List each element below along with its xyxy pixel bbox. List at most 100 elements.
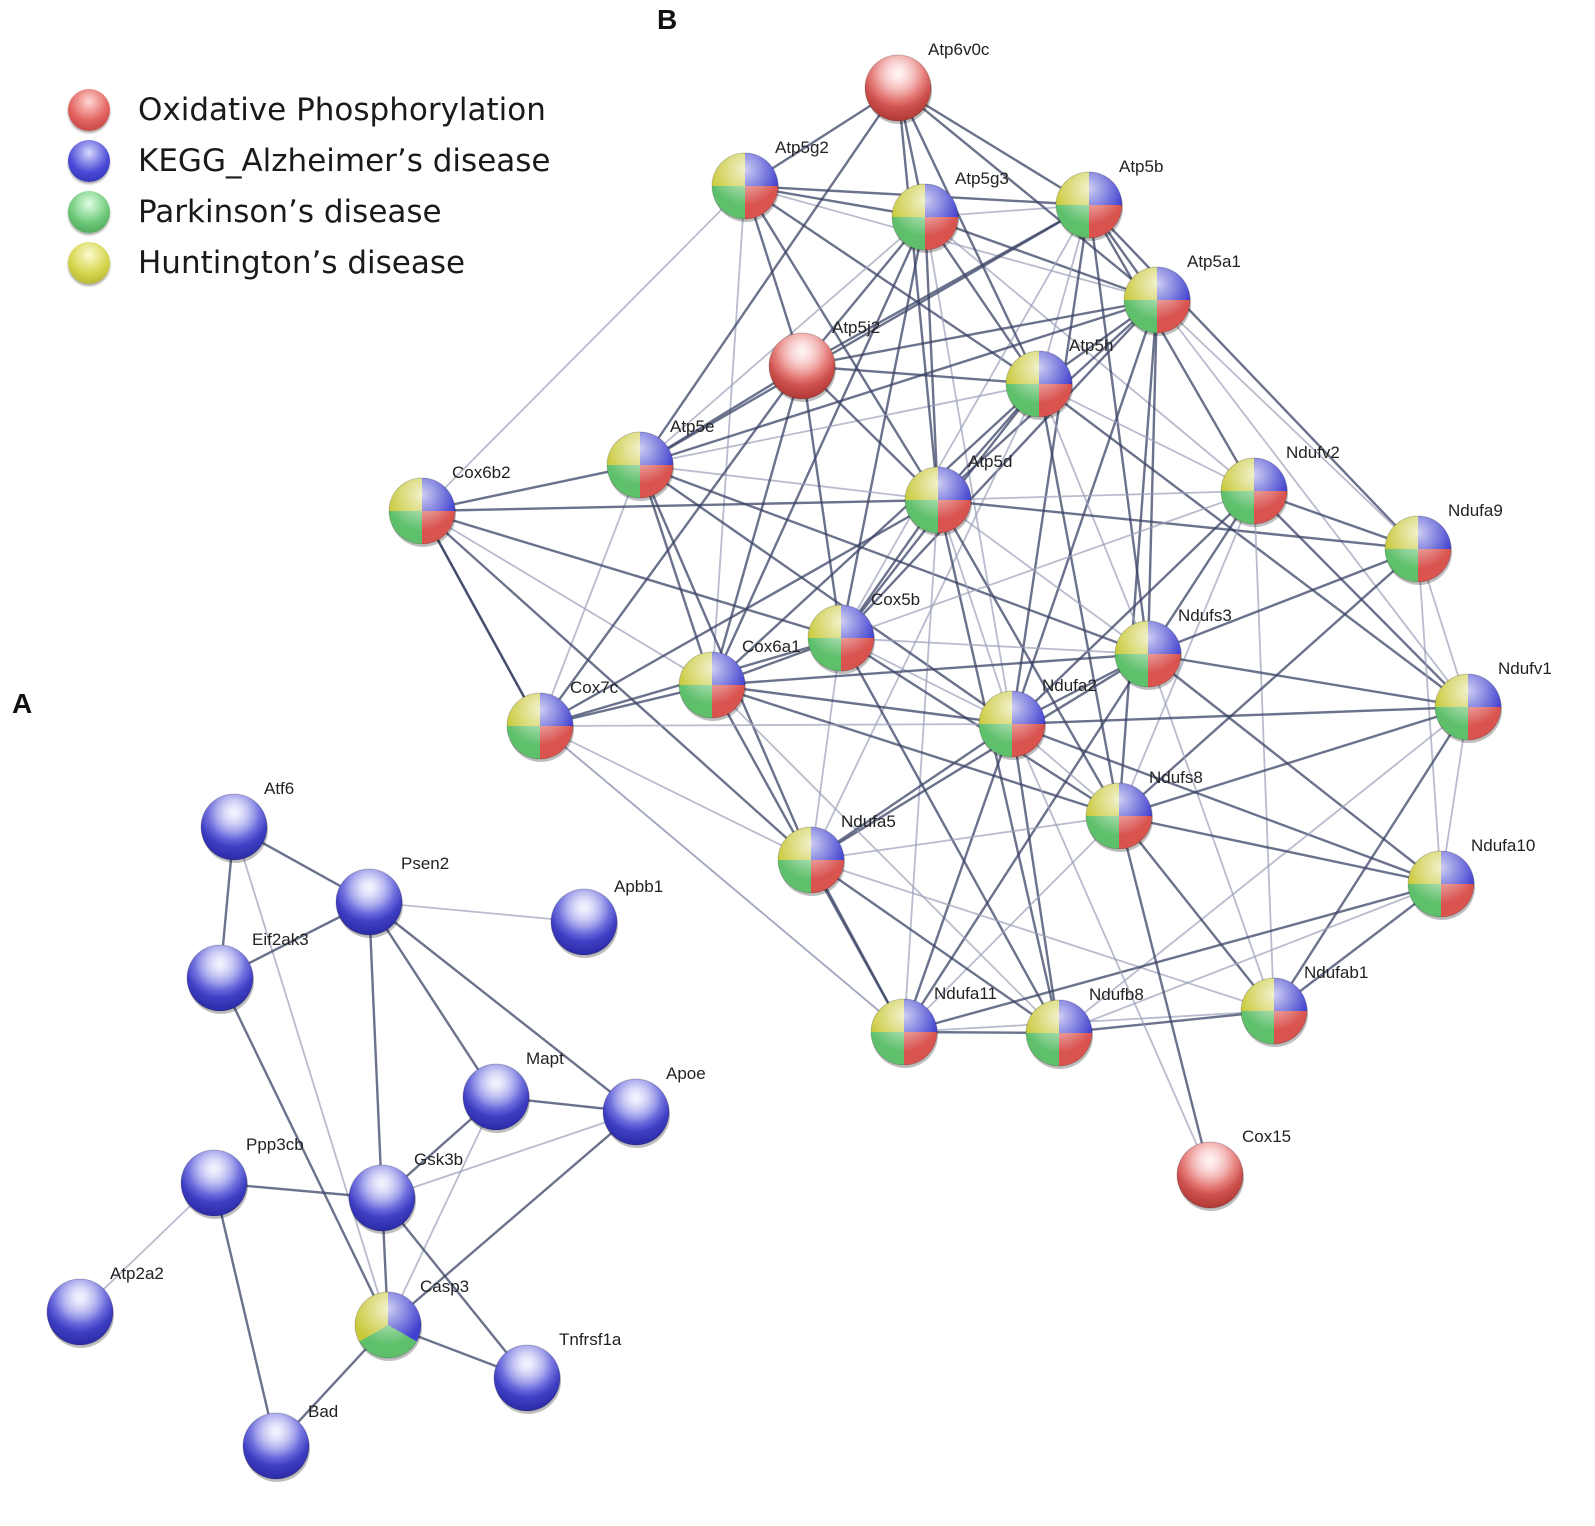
legend-item-oxidative: Oxidative Phosphorylation xyxy=(68,84,551,135)
node-casp3[interactable]: Casp3 xyxy=(354,1277,469,1361)
node-ndufab1[interactable]: Ndufab1 xyxy=(1240,963,1368,1047)
edge-b-ndufa2-ndufa10 xyxy=(1011,722,1442,886)
node-label-atp2a2: Atp2a2 xyxy=(110,1264,164,1283)
node-atp5h[interactable]: Atp5h xyxy=(1005,336,1113,420)
edge-b-ndufs3-ndufv1 xyxy=(1147,652,1469,709)
node-ndufa2[interactable]: Ndufa2 xyxy=(978,676,1097,760)
node-ndufv1[interactable]: Ndufv1 xyxy=(1434,659,1552,743)
node-cox7c[interactable]: Cox7c xyxy=(506,678,619,762)
edge-b-atp5e-cox7c xyxy=(539,464,641,727)
node-label-psen2: Psen2 xyxy=(401,854,449,873)
edge-a-psen2-mapt xyxy=(367,901,498,1098)
node-cox6b2[interactable]: Cox6b2 xyxy=(388,463,511,547)
node-psen2[interactable]: Psen2 xyxy=(335,854,449,938)
edge-b-cox5b-ndufb8 xyxy=(839,637,1061,1034)
node-label-ndufa2: Ndufa2 xyxy=(1042,676,1097,695)
node-atp5e[interactable]: Atp5e xyxy=(606,417,714,501)
edge-b-ndufv1-ndufb8 xyxy=(1058,706,1469,1034)
edge-b-ndufa5-ndufb8 xyxy=(810,859,1060,1034)
node-atp2a2[interactable]: Atp2a2 xyxy=(46,1264,164,1348)
node-atp5g3[interactable]: Atp5g3 xyxy=(891,169,1009,253)
node-ndufa9[interactable]: Ndufa9 xyxy=(1384,501,1503,585)
edge-b-atp5a1-ndufa2 xyxy=(1010,299,1159,725)
edge-b-ndufs3-cox6a1 xyxy=(711,652,1149,687)
edge-b-atp5d-ndufa11 xyxy=(903,499,939,1033)
node-mapt[interactable]: Mapt xyxy=(462,1049,564,1133)
edge-b-atp5g2-atp5a1 xyxy=(744,185,1158,301)
node-ppp3cb[interactable]: Ppp3cb xyxy=(180,1135,304,1219)
edge-b-atp5h-ndufs8 xyxy=(1037,383,1121,817)
edge-b-atp5d-ndufa9 xyxy=(937,498,1419,551)
legend: Oxidative Phosphorylation KEGG_Alzheimer… xyxy=(68,84,551,288)
huntington-dot-icon xyxy=(68,241,110,284)
edge-b-ndufv2-cox5b xyxy=(840,490,1255,639)
node-label-cox6b2: Cox6b2 xyxy=(452,463,511,482)
alzheimer-dot-icon xyxy=(68,139,110,182)
edge-b-atp6v0c-atp5e xyxy=(639,87,899,466)
node-ndufs3[interactable]: Ndufs3 xyxy=(1114,606,1232,690)
edge-b-atp5g2-cox6b2 xyxy=(421,185,746,512)
edge-b-atp5a1-atp5e xyxy=(639,298,1158,467)
edge-a-apoe-casp3 xyxy=(387,1111,637,1326)
edge-b-atp5b-ndufv2 xyxy=(1087,204,1256,492)
node-eif2ak3[interactable]: Eif2ak3 xyxy=(186,930,309,1014)
node-atp6v0c[interactable]: Atp6v0c xyxy=(864,40,990,124)
edge-b-atp5a1-ndufs8 xyxy=(1117,299,1159,817)
edge-b-atp5g3-atp5a1 xyxy=(924,215,1158,302)
node-cox6a1[interactable]: Cox6a1 xyxy=(678,637,801,721)
node-cox5b[interactable]: Cox5b xyxy=(807,590,920,674)
node-tnfrsf1a[interactable]: Tnfrsf1a xyxy=(493,1330,622,1414)
edge-b-atp5j2-atp5a1 xyxy=(801,298,1158,368)
edge-b-ndufs8-ndufab1 xyxy=(1118,815,1275,1012)
edge-b-atp5h-ndufv2 xyxy=(1038,383,1255,492)
node-gsk3b[interactable]: Gsk3b xyxy=(348,1150,463,1234)
node-ndufa10[interactable]: Ndufa10 xyxy=(1407,836,1535,920)
node-atp5d[interactable]: Atp5d xyxy=(904,452,1012,536)
edge-b-cox7c-ndufa2 xyxy=(539,723,1013,727)
node-atp5g2[interactable]: Atp5g2 xyxy=(711,138,829,222)
edge-b-atp5h-ndufv1 xyxy=(1038,383,1469,708)
node-ndufa11[interactable]: Ndufa11 xyxy=(870,984,997,1068)
node-atp5j2[interactable]: Atp5j2 xyxy=(768,318,880,402)
node-cox15[interactable]: Cox15 xyxy=(1176,1127,1291,1211)
edge-b-atp5h-ndufa5 xyxy=(810,383,1040,861)
node-atp5a1[interactable]: Atp5a1 xyxy=(1123,252,1241,336)
legend-item-huntington: Huntington’s disease xyxy=(68,237,551,288)
edge-b-atp5j2-atp5h xyxy=(801,364,1040,386)
edge-b-atp5g3-ndufv2 xyxy=(924,216,1255,492)
panel-label-b: B xyxy=(657,4,678,35)
edge-b-atp5j2-cox5b xyxy=(800,365,843,639)
edge-b-cox15-ndufs8 xyxy=(1117,815,1212,1176)
edge-b-atp5j2-cox6a1 xyxy=(710,365,804,686)
node-ndufa5[interactable]: Ndufa5 xyxy=(777,812,896,896)
node-ndufv2[interactable]: Ndufv2 xyxy=(1220,443,1340,527)
edge-a-psen2-apbb1 xyxy=(368,901,585,923)
node-label-eif2ak3: Eif2ak3 xyxy=(252,930,309,949)
node-ndufs8[interactable]: Ndufs8 xyxy=(1085,768,1203,852)
edge-b-atp5j2-atp5b xyxy=(801,203,1090,368)
edge-b-ndufv2-ndufab1 xyxy=(1253,490,1275,1012)
node-ndufb8[interactable]: Ndufb8 xyxy=(1025,985,1144,1069)
edge-b-ndufs3-ndufa10 xyxy=(1147,653,1442,885)
edge-b-ndufab1-ndufb8 xyxy=(1058,1009,1275,1035)
edge-a-psen2-apoe xyxy=(368,901,637,1113)
edge-a-ppp3cb-bad xyxy=(212,1182,278,1447)
edge-b-atp5b-ndufa9 xyxy=(1088,204,1419,550)
node-atf6[interactable]: Atf6 xyxy=(200,779,294,863)
node-label-tnfrsf1a: Tnfrsf1a xyxy=(559,1330,622,1349)
node-label-bad: Bad xyxy=(308,1402,338,1421)
node-bad[interactable]: Bad xyxy=(242,1402,338,1482)
edge-b-ndufa10-ndufb8 xyxy=(1058,883,1442,1034)
parkinson-dot-icon xyxy=(68,190,110,233)
edge-b-atp5d-ndufa2 xyxy=(937,499,1013,725)
node-apbb1[interactable]: Apbb1 xyxy=(550,877,663,958)
panel-label-a: A xyxy=(12,688,33,719)
node-atp5b[interactable]: Atp5b xyxy=(1055,157,1163,241)
node-label-atp5h: Atp5h xyxy=(1069,336,1113,355)
edge-b-atp6v0c-atp5h xyxy=(896,87,1041,385)
node-label-gsk3b: Gsk3b xyxy=(414,1150,463,1169)
node-apoe[interactable]: Apoe xyxy=(602,1064,706,1148)
edge-a-atf6-casp3 xyxy=(233,826,389,1326)
node-label-atp5b: Atp5b xyxy=(1119,157,1163,176)
